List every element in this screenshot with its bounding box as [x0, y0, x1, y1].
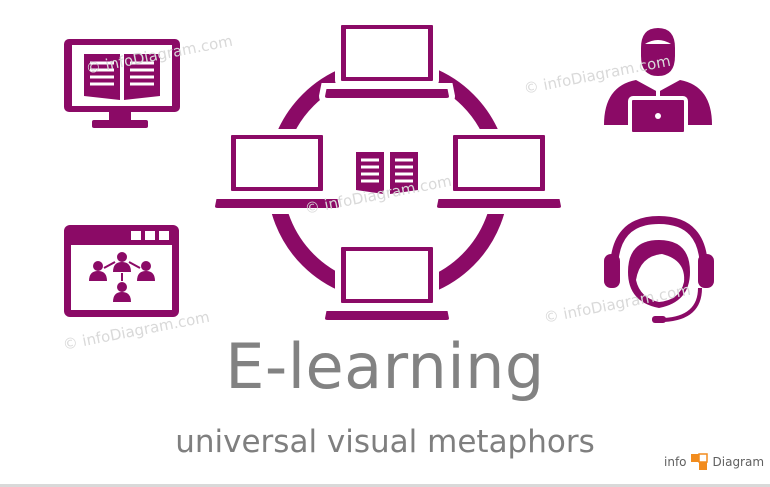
browser-org-chart-icon	[64, 225, 179, 317]
logo-text-info: info	[664, 455, 687, 469]
logo-text-diagram: Diagram	[712, 455, 765, 469]
businessman-laptop-icon	[604, 28, 712, 136]
slide-subtitle: universal visual metaphors	[175, 424, 595, 460]
brand-logo: info Diagram	[664, 452, 764, 472]
bottom-divider	[0, 484, 770, 487]
logo-mark-icon	[690, 453, 708, 470]
support-headset-icon	[604, 215, 714, 323]
monitor-book-icon	[64, 39, 180, 128]
laptop-network-icon	[208, 19, 568, 326]
slide-title: E-learning	[225, 330, 545, 403]
